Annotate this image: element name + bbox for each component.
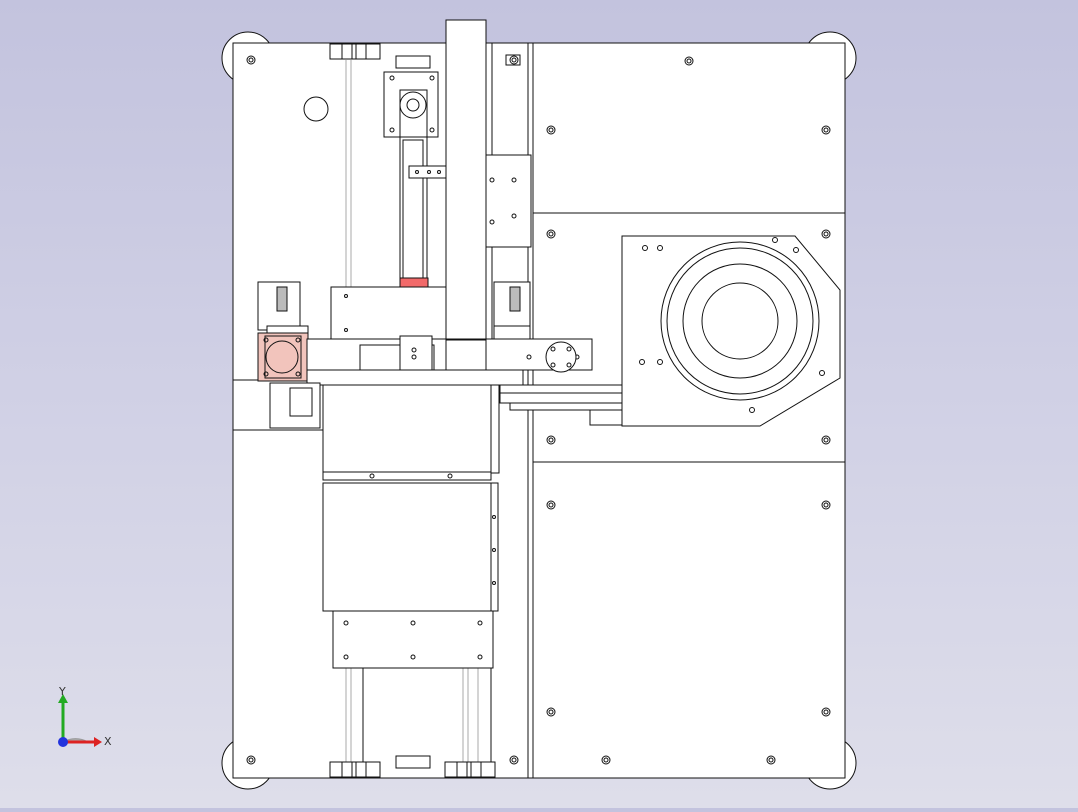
top-brackets: [329, 43, 521, 778]
screw-holes: [246, 55, 831, 765]
z-axis-dot: [58, 737, 68, 747]
guide-rails: [345, 60, 479, 762]
lower-housing: [322, 384, 492, 473]
y-axis-label: Y: [58, 685, 66, 698]
rotary-table: [660, 241, 820, 401]
vertical-column: [445, 19, 487, 383]
x-axis-label: X: [104, 735, 112, 748]
coordinate-triad-icon: Y X: [58, 685, 112, 748]
